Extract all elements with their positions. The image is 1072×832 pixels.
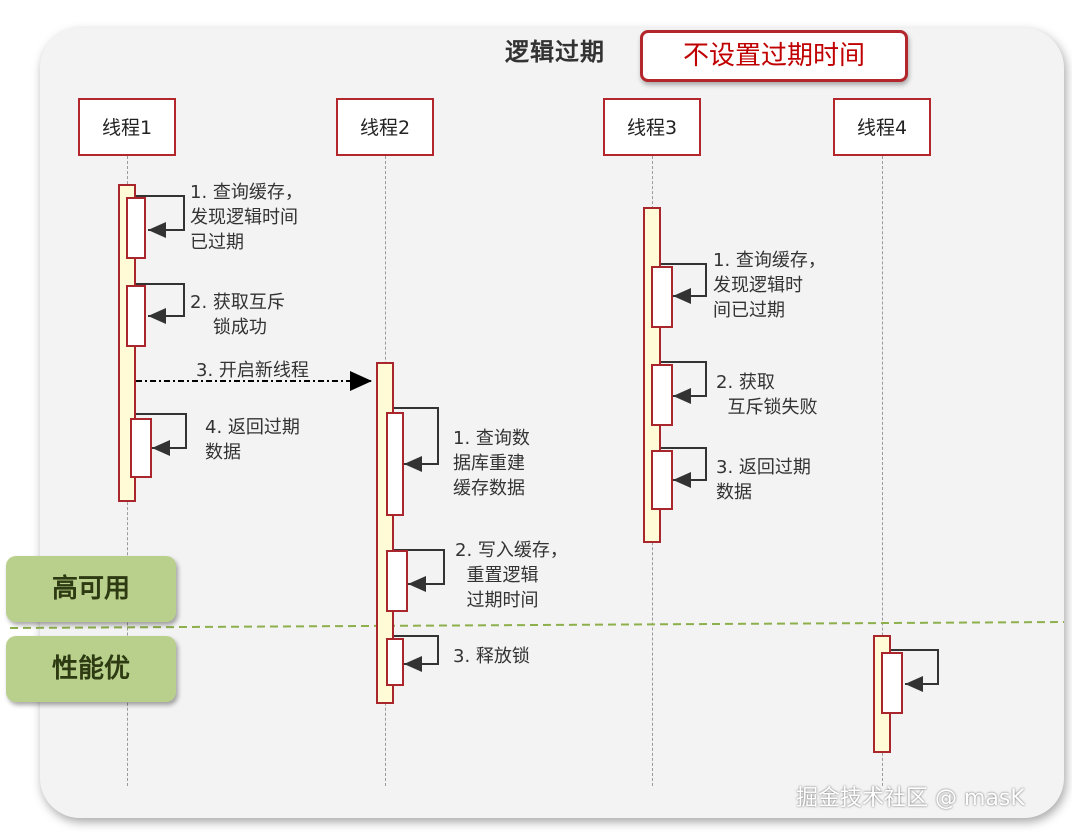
- thread-3-step-2-box: [651, 364, 673, 426]
- thread-2-step-3-label: 3. 释放锁: [453, 646, 530, 667]
- thread-1-step-2-label: 2. 获取互斥 锁成功: [190, 292, 285, 338]
- thread-2-header: 线程2: [336, 98, 434, 156]
- thread-2-step-2-label: 2. 写入缓存， 重置逻辑 过期时间: [455, 540, 568, 611]
- thread-2-step-3-box: [386, 638, 404, 686]
- subtitle-box: 不设置过期时间: [640, 30, 908, 82]
- thread-3-step-3-box: [651, 450, 673, 510]
- high-availability-tag: 高可用: [6, 556, 176, 622]
- thread-1-step-3-label: 3. 开启新线程: [196, 360, 309, 381]
- thread-4-lifeline: [882, 156, 883, 786]
- diagram-title: 逻辑过期: [505, 37, 605, 66]
- watermark: 掘金技术社区 @ masK: [796, 786, 1025, 811]
- thread-4-header: 线程4: [833, 98, 931, 156]
- thread-1-step-1-label: 1. 查询缓存， 发现逻辑时间 已过期: [190, 182, 303, 253]
- thread-1-step-2-box: [126, 285, 146, 347]
- thread-4-step-box: [881, 652, 903, 714]
- thread-3-step-3-label: 3. 返回过期 数据: [716, 457, 811, 503]
- performance-tag: 性能优: [6, 636, 176, 702]
- thread-1-header: 线程1: [78, 98, 176, 156]
- thread-1-step-4-box: [130, 418, 152, 478]
- thread-3-step-2-label: 2. 获取 互斥锁失败: [716, 372, 818, 418]
- thread-1-step-4-label: 4. 返回过期 数据: [205, 417, 300, 463]
- thread-3-step-1-label: 1. 查询缓存， 发现逻辑时 间已过期: [713, 250, 826, 321]
- thread-2-step-1-box: [386, 412, 404, 516]
- thread-2-step-1-label: 1. 查询数 据库重建 缓存数据: [453, 428, 530, 499]
- thread-3-header: 线程3: [603, 98, 701, 156]
- thread-3-step-1-box: [651, 266, 673, 328]
- thread-1-step-1-box: [126, 197, 146, 259]
- thread-2-step-2-box: [386, 550, 408, 612]
